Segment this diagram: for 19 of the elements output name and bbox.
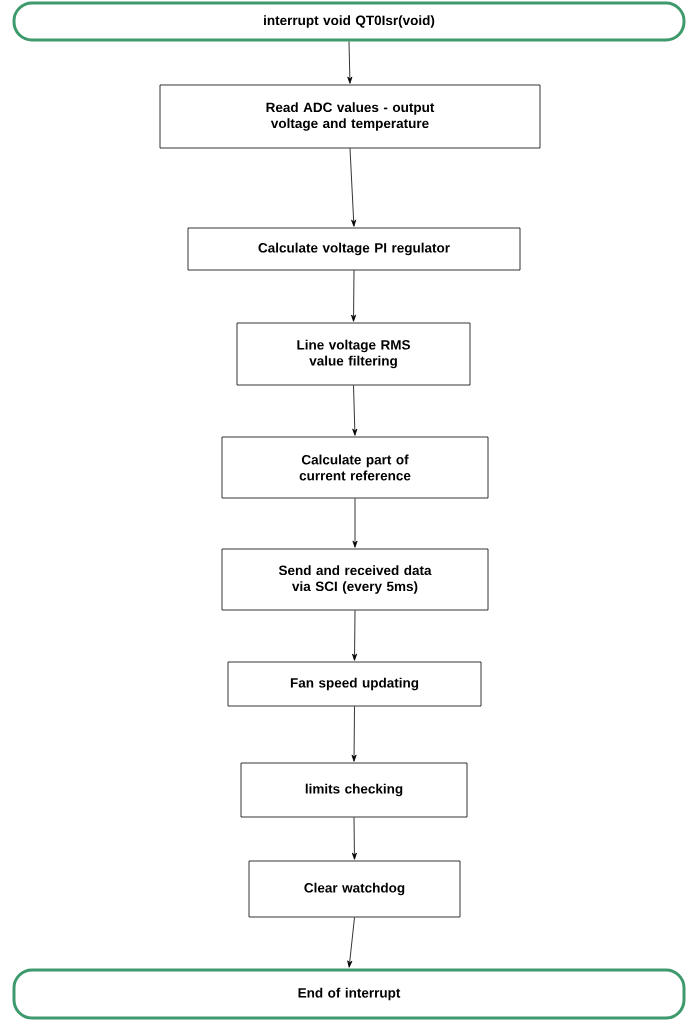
arrow — [352, 498, 358, 548]
process-box: Calculate part of current reference — [221, 436, 489, 499]
arrow — [351, 706, 357, 762]
process-box: Read ADC values - output voltage and temperature — [159, 84, 541, 149]
arrow — [351, 817, 357, 860]
process-box: Send and received data via SCI (every 5ms) — [221, 548, 489, 611]
terminal-box: interrupt void QT0Isr(void) — [12, 1, 686, 42]
arrow — [352, 385, 358, 436]
process-box: Fan speed updating — [227, 661, 482, 707]
process-box: Line voltage RMS value filtering — [236, 322, 471, 386]
arrow — [352, 610, 358, 661]
arrow — [349, 148, 357, 227]
arrow — [347, 917, 355, 968]
arrow — [347, 41, 353, 84]
process-box: Clear watchdog — [248, 860, 461, 918]
process-box: limits checking — [240, 762, 468, 818]
arrow — [351, 270, 357, 322]
terminal-box: End of interrupt — [12, 968, 686, 1020]
process-box: Calculate voltage PI regulator — [187, 227, 521, 271]
